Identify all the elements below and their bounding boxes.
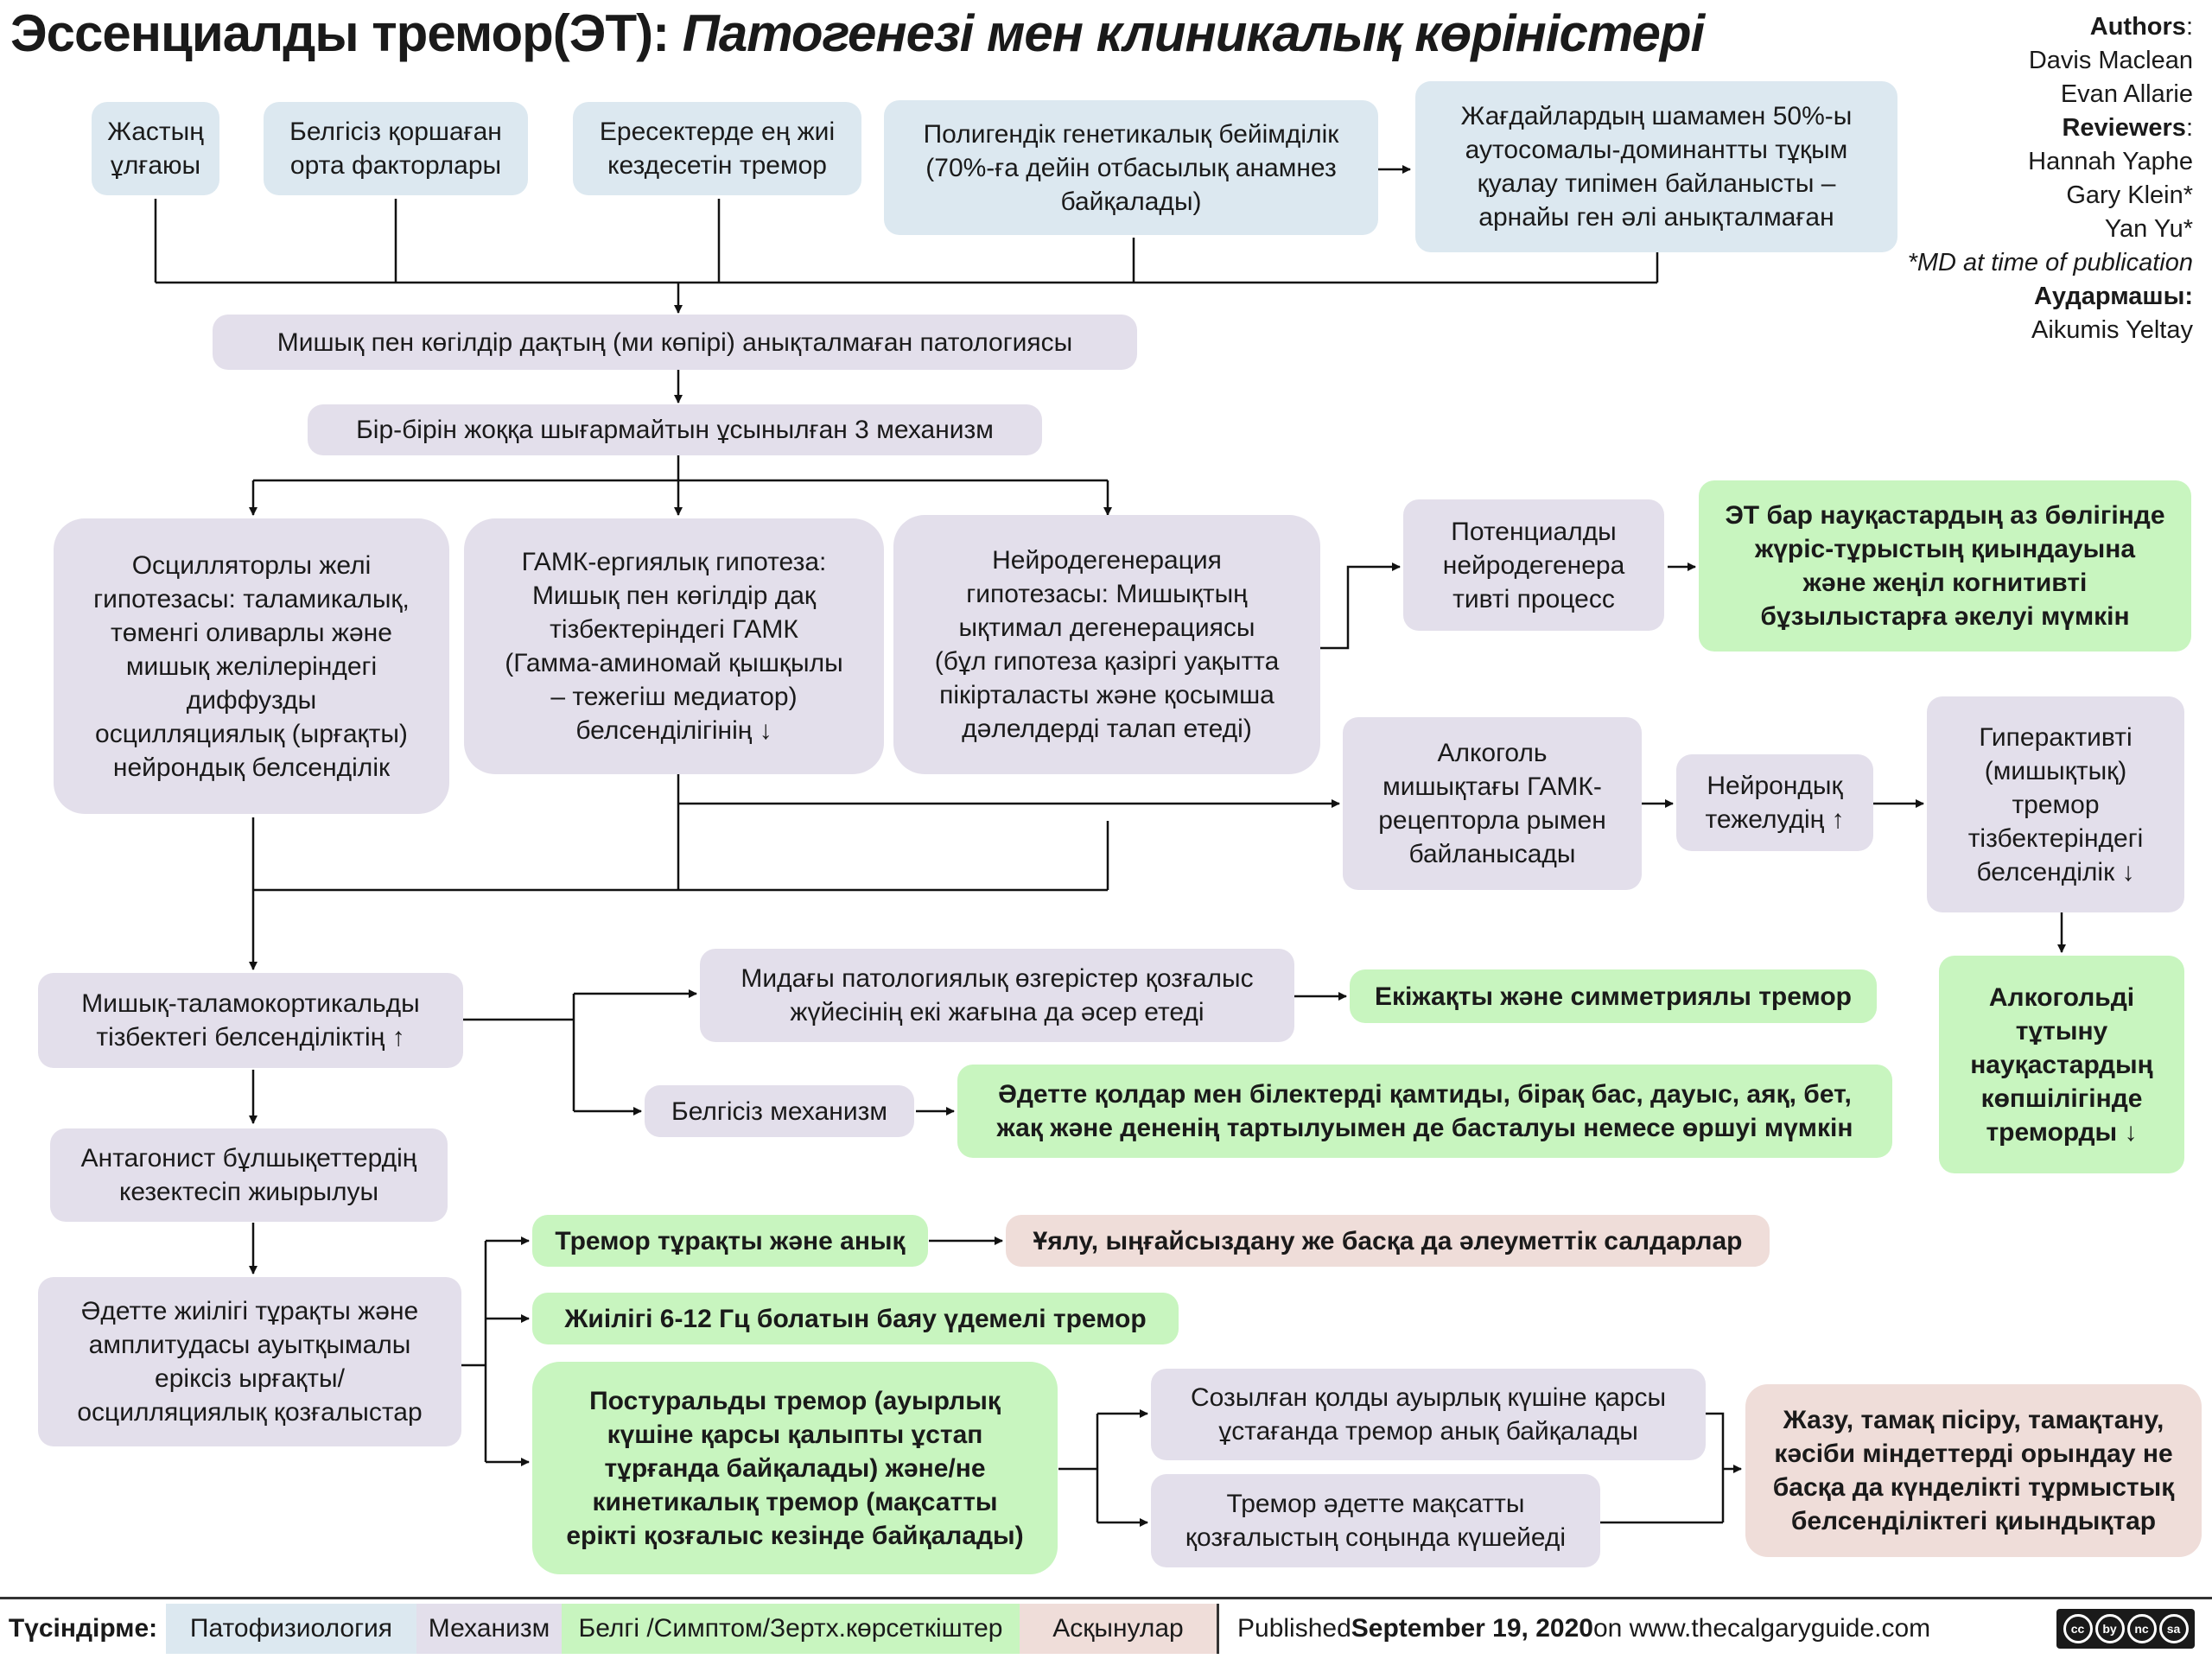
node-frequency: Жиілігі 6-12 Гц болатын баяу үдемелі тре… [532, 1293, 1179, 1344]
node-gaba: ГАМК-ергиялық гипотеза: Мишық пен көгілд… [464, 518, 884, 774]
node-alcohol-reduces: Алкогольді тұтыну науқастардың көпшілігі… [1939, 956, 2184, 1173]
node-end-goal: Тремор әдетте мақсатты қозғалыстың соңын… [1151, 1474, 1600, 1567]
node-embarrassment: Ұялу, ыңғайсыздану же басқа да әлеуметті… [1006, 1215, 1770, 1267]
node-autosomal: Жағдайлардың шамамен 50%-ы аутосомалы-до… [1415, 81, 1897, 252]
by-icon: by [2094, 1614, 2125, 1643]
published-date: September 19, 2020 [1351, 1614, 1593, 1643]
node-daily-difficulties: Жазу, тамақ пісіру, тамақтану, кәсіби мі… [1745, 1384, 2202, 1557]
node-alcohol-gaba: Алкоголь мишықтағы ГАМК- рецепторла рыме… [1343, 717, 1642, 890]
credits-note: *MD at time of publication [1907, 249, 2193, 276]
authors-label: Authors [2089, 13, 2186, 41]
node-unknown-mechanism: Белгісіз механизм [645, 1085, 914, 1137]
author-name: Evan Allarie [2060, 80, 2193, 108]
legend-sign: Белгі /Симптом/Зертх.көрсеткіштер [562, 1604, 1020, 1654]
cc-icon: cc [2063, 1614, 2093, 1643]
translator-name: Aikumis Yeltay [2031, 316, 2193, 344]
reviewer-name: Yan Yu* [2104, 215, 2193, 243]
node-bilateral: Екіжақты және симметриялы тремор [1350, 969, 1877, 1023]
legend-pathophysiology: Патофизиология [166, 1604, 416, 1654]
footer-separator [1217, 1604, 1219, 1654]
published-site: on www.thecalgaryguide.com [1592, 1614, 1931, 1643]
author-name: Davis Maclean [2028, 47, 2193, 74]
node-environment: Белгісіз қоршаған орта факторлары [264, 102, 528, 195]
page-title: Эссенциалды тремор(ЭТ): Патогенезі мен к… [10, 3, 1705, 63]
node-hyperactive: Гиперактивті (мишықтық) тремор тізбектер… [1927, 696, 2184, 912]
published-line: Published September 19, 2020 on www.thec… [1237, 1604, 1930, 1654]
node-hands-arms: Әдетте қолдар мен білектерді қамтиды, бі… [957, 1065, 1892, 1158]
node-genetic: Полигендік генетикалық бейімділік (70%-ғ… [884, 100, 1378, 235]
legend-label: Түсіндірме: [8, 1614, 158, 1643]
node-inhibition: Нейрондық тежелудің ↑ [1676, 754, 1873, 851]
nc-icon: nc [2126, 1614, 2157, 1643]
node-potential: Потенциалды нейродегенера тивті процесс [1403, 499, 1664, 631]
reviewers-label: Reviewers [2062, 114, 2186, 142]
title-main: Эссенциалды тремор(ЭТ): [10, 4, 683, 62]
title-italic: Патогенезі мен клиникалық көріністері [682, 4, 1705, 62]
reviewer-name: Gary Klein* [2066, 181, 2193, 209]
node-cerebellothalamocortical: Мишық-таламокортикальды тізбектегі белсе… [38, 973, 463, 1068]
credits: Authors: Davis Maclean Evan Allarie Revi… [1908, 10, 2193, 347]
node-pathology: Мишық пен көгілдір дақтың (ми көпірі) ан… [213, 315, 1137, 370]
node-antagonist: Антагонист бұлшықеттердің кезектесіп жиы… [50, 1128, 448, 1222]
node-persistent: Тремор тұрақты және анық [532, 1215, 928, 1267]
legend-mechanism: Механизм [416, 1604, 562, 1654]
node-postural: Постуральды тремор (ауырлық күшіне қарсы… [532, 1362, 1058, 1574]
reviewer-name: Hannah Yaphe [2028, 148, 2193, 175]
footer: Түсіндірме: Патофизиология Механизм Белг… [0, 1597, 2212, 1659]
node-age: Жастың ұлғаюы [92, 102, 219, 195]
legend-complication: Асқынулар [1020, 1604, 1217, 1654]
node-common-tremor: Ересектерде ең жиі кездесетін тремор [573, 102, 861, 195]
footer-divider [0, 1597, 2212, 1599]
node-oscillatory: Осцилляторлы желі гипотезасы: таламикалы… [54, 518, 449, 814]
node-neurodegeneration: Нейродегенерация гипотезасы: Мишықтың ық… [893, 515, 1320, 774]
node-oscillation: Әдетте жиілігі тұрақты және амплитудасы … [38, 1277, 461, 1446]
sa-icon: sa [2158, 1614, 2189, 1643]
node-three-mechanisms: Бір-бірін жоққа шығармайтын ұсынылған 3 … [308, 404, 1042, 455]
published-prefix: Published [1237, 1614, 1351, 1643]
node-gait-cognitive: ЭТ бар науқастардың аз бөлігінде жүріс-т… [1699, 480, 2191, 652]
node-pathology-both-sides: Мидағы патологиялық өзгерістер қозғалыс … [700, 949, 1294, 1042]
node-outstretched: Созылған қолды ауырлық күшіне қарсы ұста… [1151, 1369, 1706, 1460]
cc-license-badge: cc by nc sa [2056, 1609, 2195, 1649]
translator-label: Аудармашы: [2033, 283, 2193, 310]
